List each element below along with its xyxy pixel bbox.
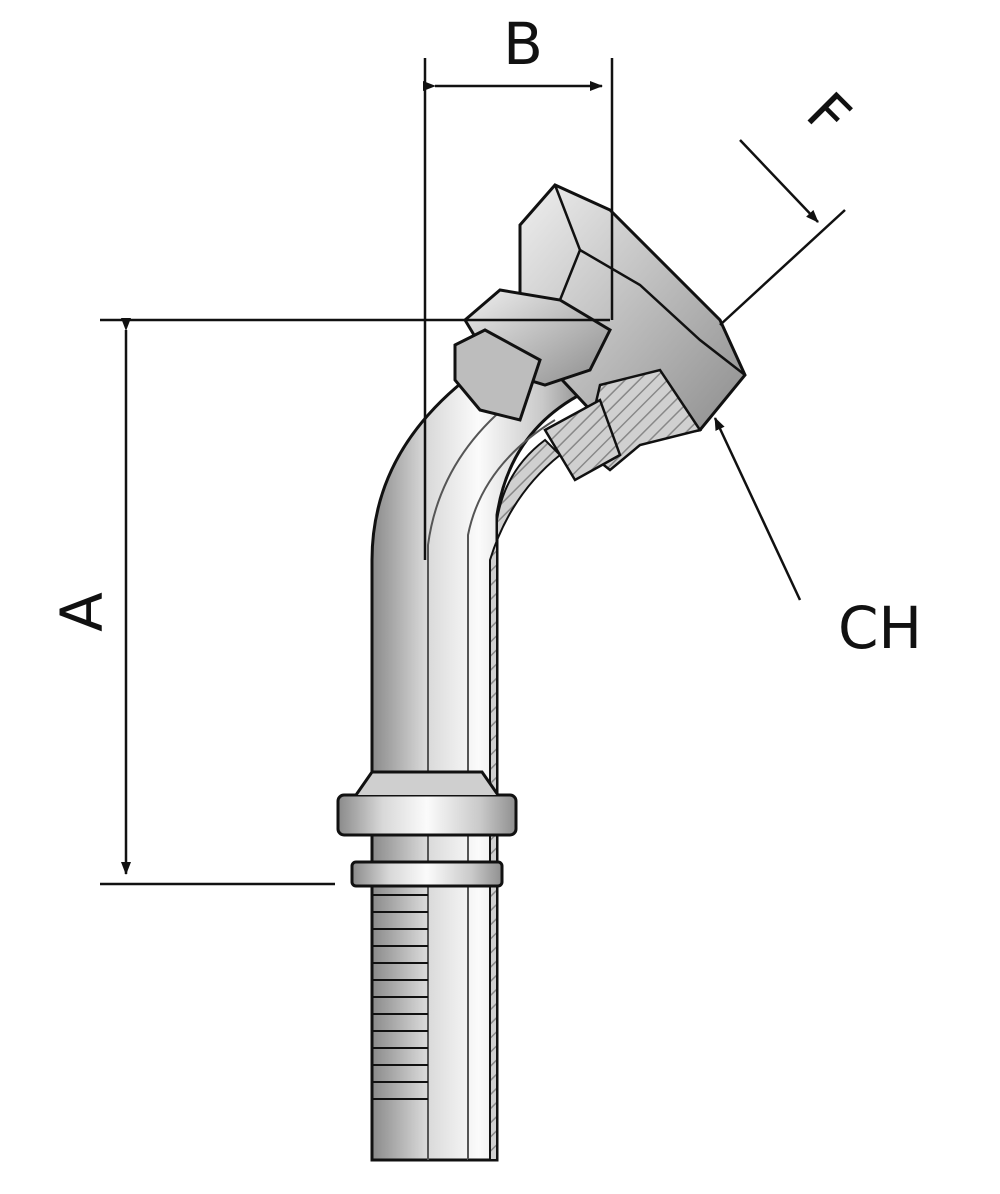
dim-f-leader bbox=[739, 139, 819, 223]
swivel-nut bbox=[453, 183, 747, 482]
dim-label-a: A bbox=[48, 592, 116, 632]
dim-ch-leader bbox=[713, 417, 802, 601]
dim-f-ext bbox=[719, 209, 846, 326]
dim-label-ch: CH bbox=[838, 594, 922, 662]
dimension-lines bbox=[100, 58, 846, 886]
dim-label-f: F bbox=[794, 81, 863, 150]
fitting-body bbox=[370, 348, 588, 1162]
dim-label-b: B bbox=[503, 10, 543, 78]
hose-tail-serrations bbox=[372, 894, 428, 1100]
ferrule-collar bbox=[336, 770, 518, 888]
